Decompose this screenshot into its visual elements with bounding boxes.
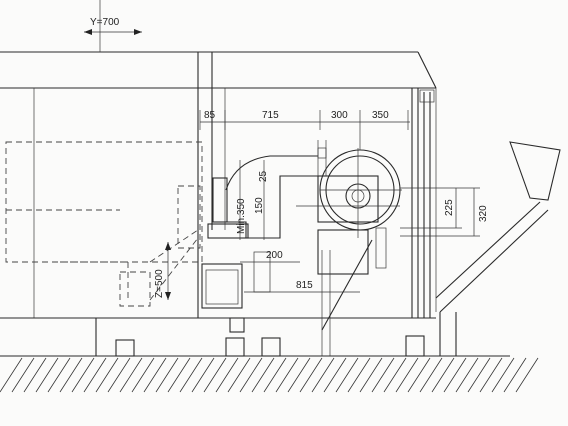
hatch-line xyxy=(395,357,419,393)
hatch-line xyxy=(347,357,371,393)
hatch-line xyxy=(359,357,383,393)
hatch-line xyxy=(503,357,527,393)
hatch-line xyxy=(11,357,35,393)
hatch-line xyxy=(35,357,59,393)
hatch-line xyxy=(131,357,155,393)
hatch-line xyxy=(251,357,275,393)
lower-control-box xyxy=(201,227,387,356)
hatch-line xyxy=(215,357,239,393)
hatch-line xyxy=(407,357,431,393)
hatch-line xyxy=(443,357,467,393)
hatch-line xyxy=(155,357,179,393)
hatch-line xyxy=(119,357,143,393)
hatch-line xyxy=(275,357,299,393)
hatch-line xyxy=(23,357,47,393)
hatch-line xyxy=(203,357,227,393)
hatch-line xyxy=(455,357,479,393)
hatch-line xyxy=(83,357,107,393)
hatch-line xyxy=(323,357,347,393)
chip-conveyor xyxy=(435,141,561,356)
hatch-line xyxy=(491,357,515,393)
hatch-line xyxy=(431,357,455,393)
y-travel-dimension: Y=700 xyxy=(84,17,142,35)
ground-hatching xyxy=(0,355,539,393)
hatch-line xyxy=(71,357,95,393)
dim-815: 815 xyxy=(296,280,313,291)
dimension-lines: 85 715 300 350 25 150 Min.350 225 320 20… xyxy=(199,110,489,293)
hatch-line xyxy=(179,357,203,393)
hatch-line xyxy=(383,357,407,393)
dim-715: 715 xyxy=(262,110,279,121)
hatch-line xyxy=(515,357,539,393)
dim-200: 200 xyxy=(266,250,283,261)
dim-225: 225 xyxy=(444,199,455,216)
dim-25: 25 xyxy=(258,170,269,182)
hatch-line xyxy=(263,357,287,393)
hatch-line xyxy=(335,357,359,393)
dim-350: 350 xyxy=(372,110,389,121)
motor xyxy=(296,140,402,275)
hatch-line xyxy=(239,357,263,393)
hatch-line xyxy=(95,357,119,393)
z-travel-label: Z=500 xyxy=(154,269,165,298)
spindle-head xyxy=(207,155,320,240)
hatch-line xyxy=(311,357,335,393)
dim-85: 85 xyxy=(204,110,216,121)
hatch-line xyxy=(107,357,131,393)
z-travel-dimension: Z=500 xyxy=(154,242,171,300)
hatch-line xyxy=(0,357,23,393)
hatch-line xyxy=(47,357,71,393)
hatch-line xyxy=(59,357,83,393)
hatch-line xyxy=(143,357,167,393)
dim-min350: Min.350 xyxy=(236,198,247,234)
hatch-line xyxy=(227,357,251,393)
dashed-internal-structure xyxy=(5,141,203,307)
y-travel-label: Y=700 xyxy=(90,17,120,28)
dim-150: 150 xyxy=(254,197,265,214)
hatch-line xyxy=(467,357,491,393)
machine-feet xyxy=(115,317,425,357)
dim-320: 320 xyxy=(478,205,489,222)
hatch-line xyxy=(419,357,443,393)
hatch-line xyxy=(287,357,311,393)
right-column xyxy=(411,88,437,318)
hatch-line xyxy=(191,357,215,393)
hatch-line xyxy=(371,357,395,393)
hatch-line xyxy=(299,357,323,393)
dim-300: 300 xyxy=(331,110,348,121)
hatch-line xyxy=(167,357,191,393)
hatch-line xyxy=(479,357,503,393)
